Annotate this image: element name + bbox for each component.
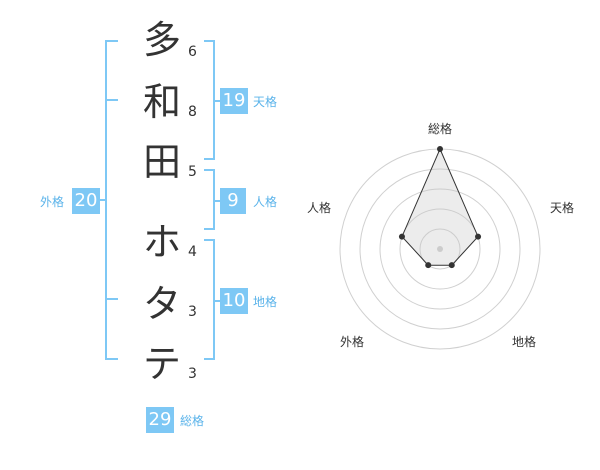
stroke-count-6: 3 — [188, 366, 197, 382]
gaikaku-badge: 20 — [72, 188, 100, 214]
radar-axis-label-jinkaku: 人格 — [306, 201, 331, 215]
name-char-5: タ — [142, 282, 181, 326]
tenkaku-badge: 19 — [220, 88, 248, 114]
chikaku-badge: 10 — [220, 288, 248, 314]
radar-point-3 — [448, 262, 455, 269]
radar-point-5 — [398, 233, 405, 240]
radar-ring-4 — [359, 168, 521, 330]
name-char-6: テ — [142, 342, 181, 386]
stroke-count-1: 6 — [188, 44, 197, 60]
jinkaku-bracket — [204, 169, 215, 230]
name-char-4: ホ — [142, 220, 181, 264]
chikaku-bracket — [204, 239, 215, 360]
radar-axis-label-tenkaku: 天格 — [549, 201, 574, 215]
soukaku-badge: 29 — [146, 407, 174, 433]
gaikaku-label: 外格 — [40, 195, 65, 209]
radar-ring-3 — [379, 188, 501, 310]
radar-point-1 — [437, 146, 443, 152]
radar-point-2 — [475, 233, 482, 240]
radar-axis-label-soukaku: 総格 — [427, 122, 452, 136]
tenkaku-label: 天格 — [253, 95, 278, 109]
stroke-count-4: 4 — [188, 244, 197, 260]
radar-ring-1 — [419, 228, 461, 270]
radar-center — [437, 246, 443, 252]
jinkaku-label: 人格 — [253, 195, 278, 209]
radar-polygon — [401, 147, 479, 266]
stroke-count-5: 3 — [188, 304, 197, 320]
jinkaku-badge: 9 — [220, 188, 246, 214]
name-char-1: 多 — [142, 18, 181, 62]
name-char-3: 田 — [142, 140, 181, 184]
stroke-count-3: 5 — [188, 164, 197, 180]
name-char-2: 和 — [142, 80, 181, 124]
radar-point-4 — [425, 262, 432, 269]
chikaku-label: 地格 — [253, 295, 278, 309]
radar-ring-2 — [399, 208, 481, 290]
radar-axis-label-chikaku: 地格 — [511, 335, 536, 349]
radar-axis-label-gaikaku: 外格 — [339, 335, 364, 349]
soukaku-label: 総格 — [180, 414, 205, 428]
stroke-count-2: 8 — [188, 104, 197, 120]
